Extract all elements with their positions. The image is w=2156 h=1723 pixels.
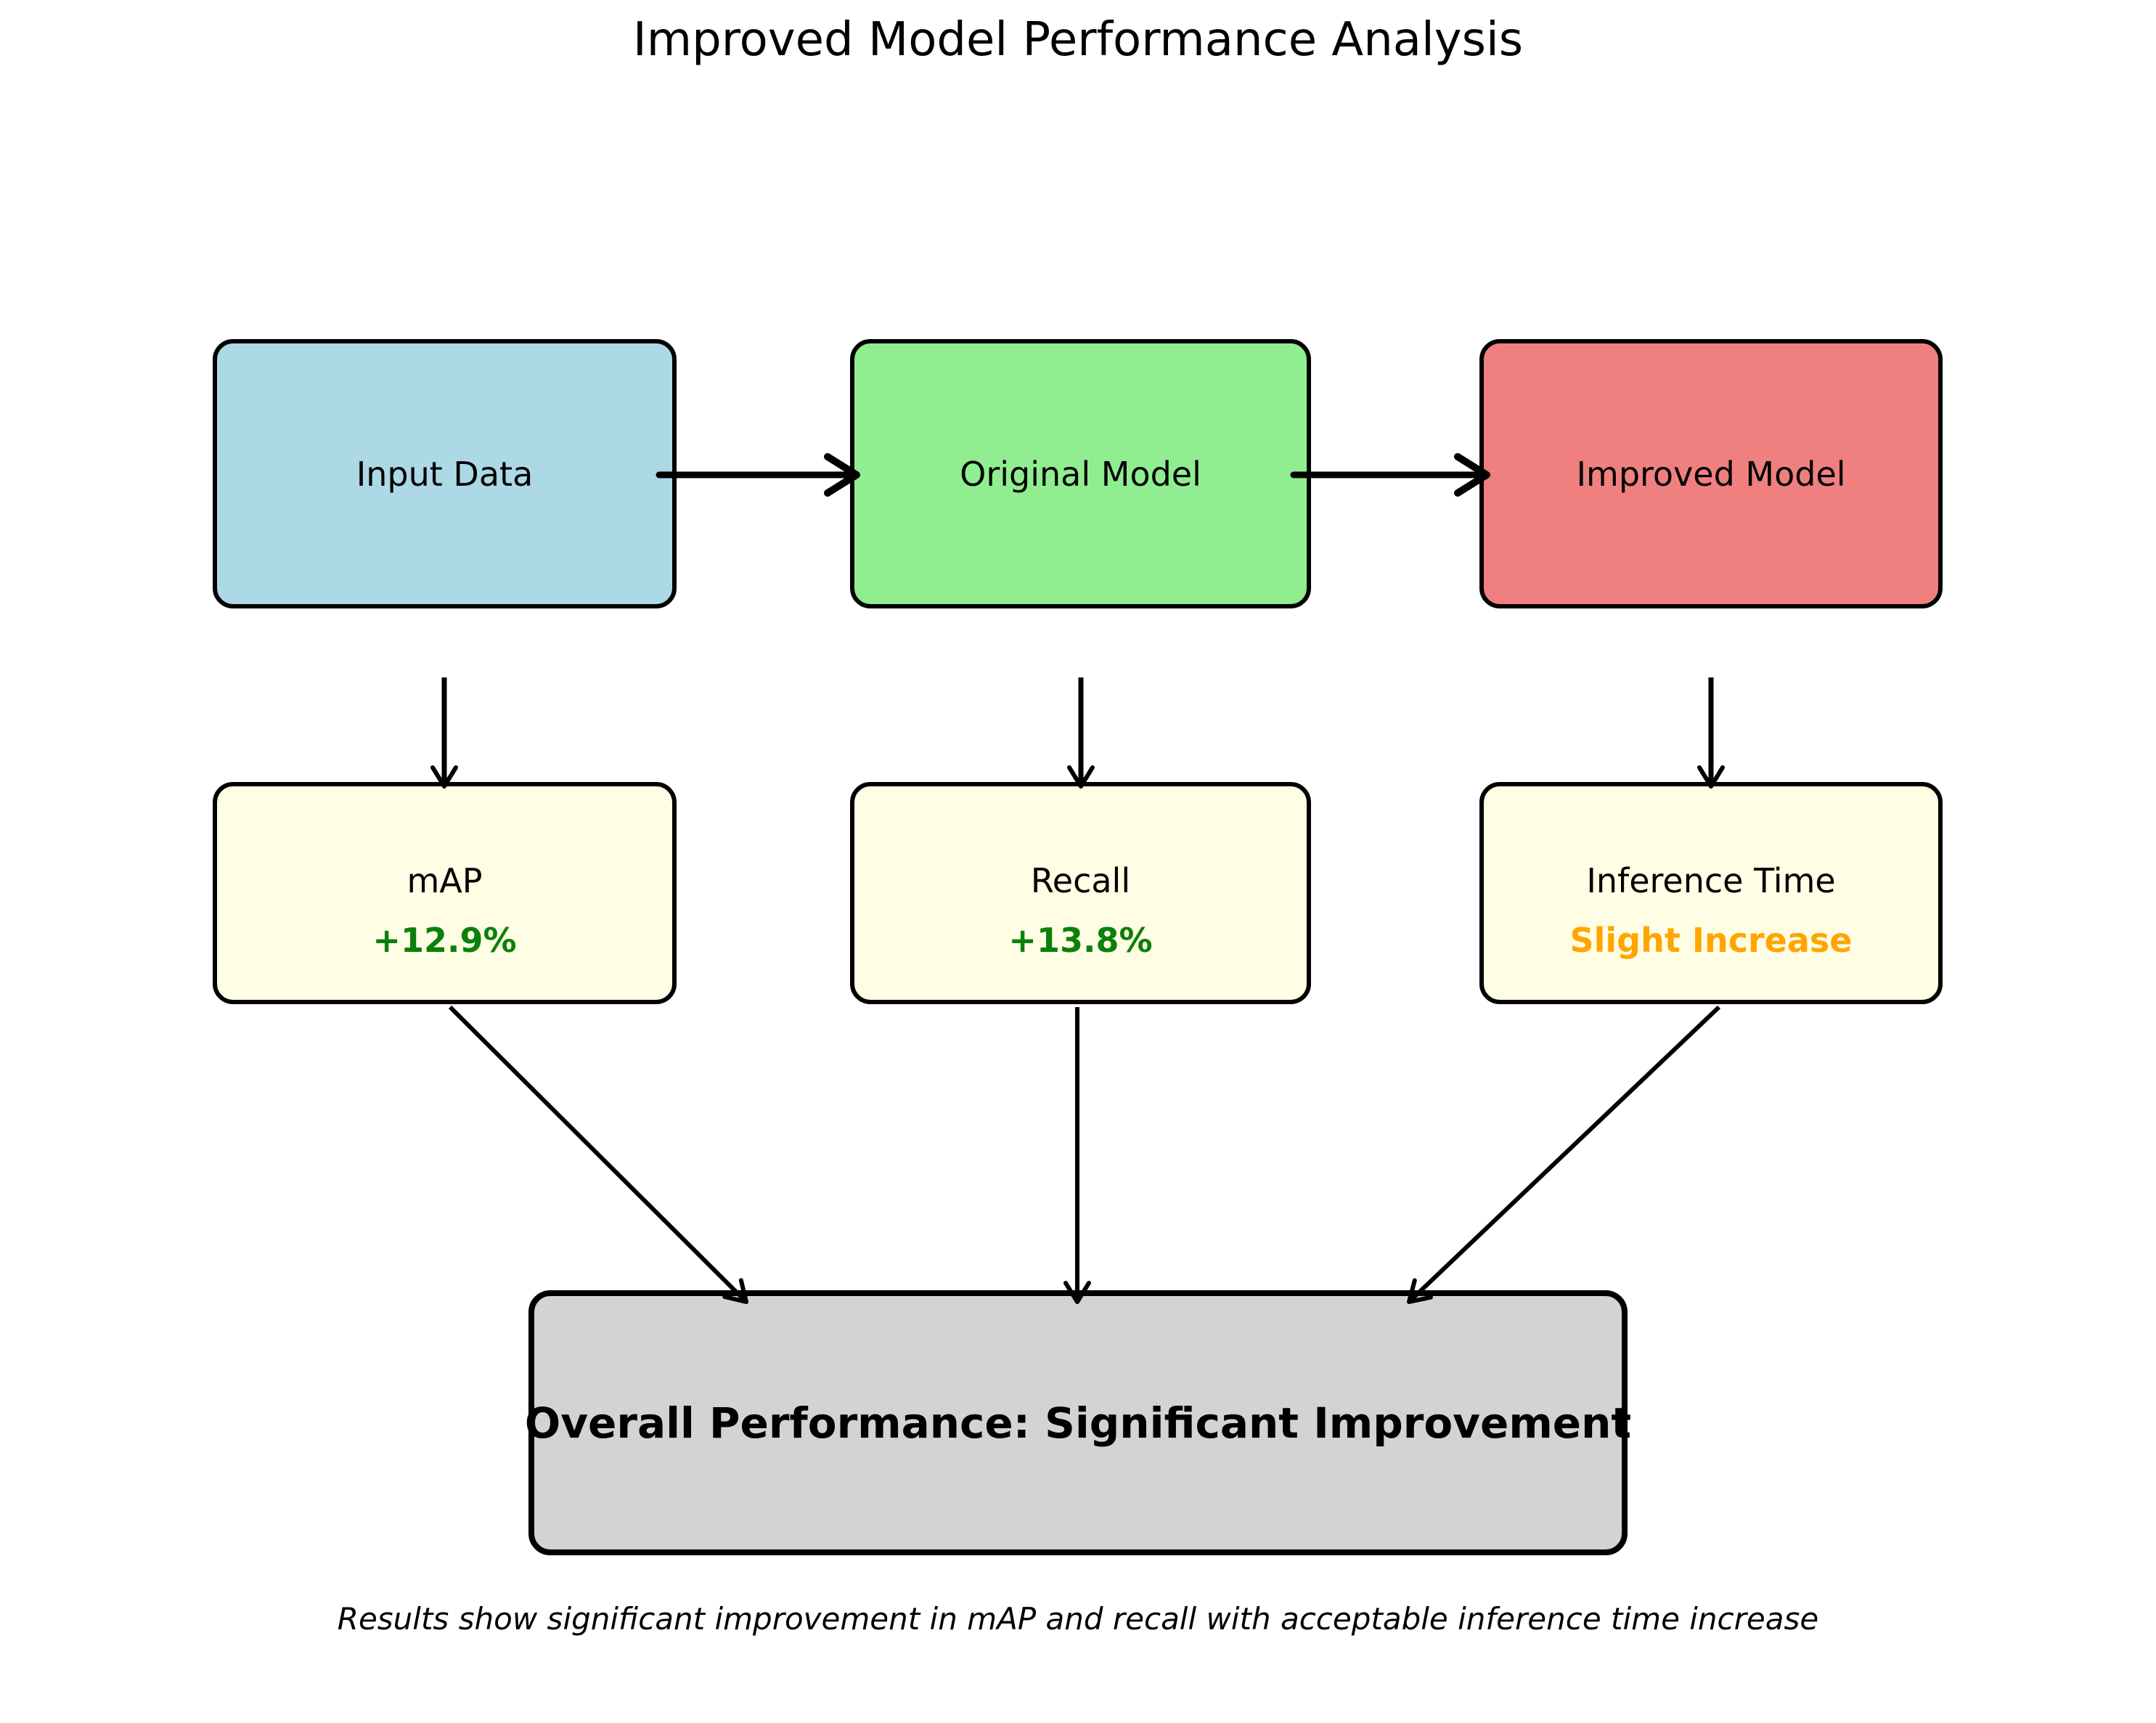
- node-input-data-label: Input Data: [356, 454, 534, 494]
- node-recall-metric-label: Recall: [1030, 861, 1131, 900]
- node-input-data: Input Data: [213, 339, 677, 608]
- node-overall-summary: Overall Performance: Significant Improve…: [524, 1290, 1632, 1555]
- node-map-metric-label: mAP: [407, 861, 483, 900]
- figure-title: Improved Model Performance Analysis: [632, 13, 1524, 67]
- node-inference-time-metric-value: Slight Increase: [1569, 921, 1853, 960]
- arrow-map-to-overall: [448, 1005, 748, 1304]
- node-map-metric-value: +12.9%: [372, 921, 517, 960]
- node-improved-model: Improved Model: [1479, 339, 1943, 608]
- node-recall-metric-value: +13.8%: [1008, 921, 1153, 960]
- node-overall-summary-label: Overall Performance: Significant Improve…: [524, 1398, 1632, 1448]
- figure-caption: Results show significant improvement in …: [337, 1601, 1819, 1637]
- node-inference-time-metric-label: Inference Time: [1586, 861, 1836, 900]
- node-improved-model-label: Improved Model: [1576, 454, 1846, 494]
- node-map-metric: mAP +12.9%: [213, 782, 677, 1004]
- arrow-inference-to-overall: [1407, 1005, 1721, 1304]
- node-recall-metric: Recall +13.8%: [850, 782, 1311, 1004]
- node-original-model-label: Original Model: [960, 454, 1201, 494]
- node-original-model: Original Model: [850, 339, 1311, 608]
- node-inference-time-metric: Inference Time Slight Increase: [1479, 782, 1943, 1004]
